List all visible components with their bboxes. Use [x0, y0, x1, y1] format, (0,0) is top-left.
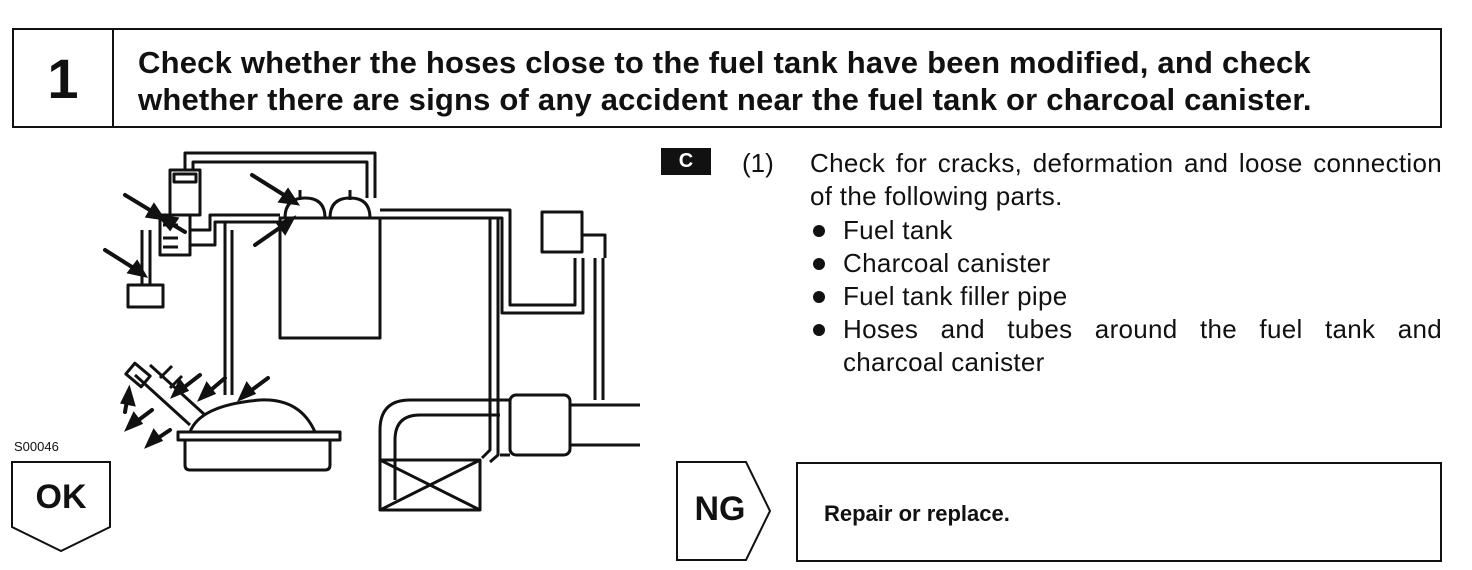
parts-list: Fuel tank Charcoal canister Fuel tank fi… [810, 214, 1442, 379]
ng-action-box: Repair or replace. [796, 462, 1442, 562]
instruction-number: (1) [742, 148, 774, 178]
ng-badge-shape [676, 461, 772, 561]
figure-code: S00046 [14, 439, 59, 454]
step-number: 1 [14, 30, 114, 126]
list-item: Fuel tank [810, 214, 1442, 247]
check-badge: C [661, 148, 711, 175]
instruction-text: Check for cracks, deformation and loose … [810, 148, 1442, 211]
ok-badge-shape [11, 461, 111, 553]
ok-label: OK [35, 478, 87, 516]
ng-label: NG [694, 490, 746, 528]
step-title: Check whether the hoses close to the fue… [138, 45, 1312, 117]
fuel-system-diagram [103, 151, 640, 512]
step-header: 1 Check whether the hoses close to the f… [12, 28, 1442, 128]
list-item: Fuel tank filler pipe [810, 280, 1442, 313]
ng-action-text: Repair or replace. [824, 501, 1010, 526]
list-item: Hoses and tubes around the fuel tank and… [810, 313, 1442, 379]
list-item: Charcoal canister [810, 247, 1442, 280]
